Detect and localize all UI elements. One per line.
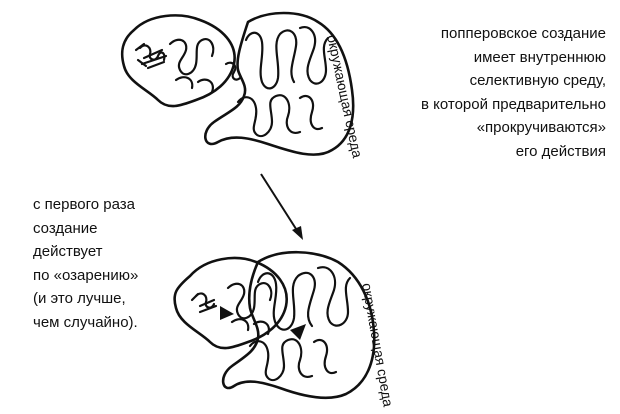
caption-top-line: имеет внутреннюю bbox=[473, 48, 606, 66]
caption-left-line: создание bbox=[33, 219, 98, 237]
caption-left: с первого раза создание действует по «оз… bbox=[33, 193, 138, 334]
bottom-env-fold-2 bbox=[316, 266, 352, 327]
top-env-fold-2 bbox=[298, 26, 330, 85]
bottom-env-fold-1 bbox=[256, 271, 316, 331]
caption-top-line: попперовское создание bbox=[440, 25, 606, 42]
top-inner-creature bbox=[120, 14, 236, 108]
bottom-env-fold-3 bbox=[248, 338, 314, 382]
top-connector-hook bbox=[224, 61, 242, 81]
top-creature-group: окружающая среда bbox=[120, 11, 366, 159]
top-inner-fold-2 bbox=[174, 76, 214, 94]
bottom-inner-creature bbox=[173, 256, 288, 350]
caption-left-line: чем случайно). bbox=[33, 313, 138, 331]
caption-left-line: с первого раза bbox=[33, 196, 136, 213]
top-inner-fold-1 bbox=[168, 38, 215, 76]
top-env-fold-3 bbox=[236, 94, 302, 138]
caption-top-line: селективную среду, bbox=[469, 72, 606, 89]
bottom-brain-scribble bbox=[190, 292, 218, 314]
top-env-fold-4 bbox=[298, 94, 324, 131]
caption-top: попперовское создание имеет внутреннюю с… bbox=[421, 22, 606, 163]
bottom-env-fold-4 bbox=[312, 338, 338, 375]
bottom-creature-group: окружающая среда bbox=[173, 250, 397, 408]
caption-top-line: в которой предварительно bbox=[421, 95, 606, 113]
top-environment-body bbox=[204, 11, 355, 156]
caption-left-line: (и это лучше, bbox=[33, 290, 126, 307]
top-env-fold-1 bbox=[244, 29, 298, 90]
caption-top-line: его действия bbox=[515, 142, 606, 160]
bottom-environment-body bbox=[221, 250, 376, 400]
bottom-environment-label: окружающая среда bbox=[359, 282, 397, 408]
top-brain-scribble bbox=[134, 42, 168, 70]
bottom-outer-pointer-icon bbox=[290, 324, 306, 340]
caption-left-line: по «озарению» bbox=[33, 266, 139, 284]
down-right-arrow-icon bbox=[260, 173, 303, 240]
bottom-inner-fold-1 bbox=[226, 282, 273, 320]
top-environment-label: окружающая среда bbox=[324, 33, 366, 159]
caption-left-line: действует bbox=[33, 243, 103, 260]
bottom-inner-fold-2 bbox=[230, 318, 270, 336]
caption-top-line: «прокручиваются» bbox=[476, 119, 606, 136]
bottom-inner-pointer-icon bbox=[220, 306, 234, 320]
